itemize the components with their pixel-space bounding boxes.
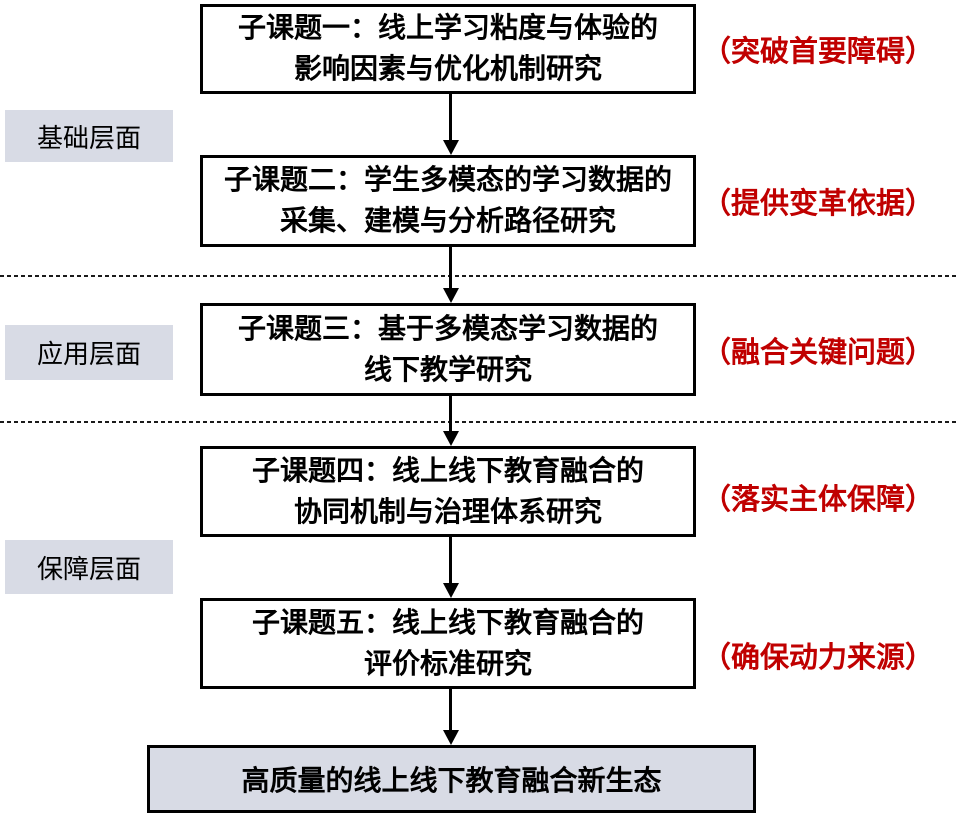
subtopic-box-3: 子课题三：基于多模态学习数据的 线下教学研究 [200, 303, 696, 396]
outcome-box: 高质量的线上线下教育融合新生态 [147, 745, 756, 813]
outcome-text: 高质量的线上线下教育融合新生态 [241, 766, 662, 797]
arrow-line [449, 246, 452, 289]
arrow-down-icon [443, 140, 459, 155]
arrow-down-icon [443, 288, 459, 303]
layer-label-text: 应用层面 [36, 340, 141, 369]
section-divider-line-1 [0, 275, 956, 277]
annotation-1: （突破首要障碍） [702, 4, 954, 94]
annotation-5-text: （确保动力来源） [702, 642, 935, 674]
annotation-5: （确保动力来源） [702, 610, 954, 700]
layer-label-text: 保障层面 [36, 554, 141, 584]
layer-label-foundation: 基础层面 [5, 110, 173, 162]
subtopic-1-line2: 影响因素与优化机制研究 [293, 54, 602, 85]
subtopic-box-4: 子课题四：线上线下教育融合的 协同机制与治理体系研究 [200, 446, 696, 537]
annotation-2-text: （提供变革依据） [702, 188, 935, 220]
arrow-line [449, 395, 452, 432]
subtopic-box-1: 子课题一：线上学习粘度与体验的 影响因素与优化机制研究 [200, 4, 696, 94]
layer-label-guarantee: 保障层面 [5, 540, 173, 594]
layer-label-application: 应用层面 [5, 325, 173, 380]
subtopic-box-5: 子课题五：线上线下教育融合的 评价标准研究 [200, 598, 696, 689]
arrow-line [449, 93, 452, 141]
subtopic-2-line1: 子课题二：学生多模态的学习数据的 [223, 165, 672, 196]
subtopic-1-line1: 子课题一：线上学习粘度与体验的 [237, 13, 658, 44]
subtopic-box-2: 子课题二：学生多模态的学习数据的 采集、建模与分析路径研究 [200, 155, 696, 247]
subtopic-5-line2: 评价标准研究 [363, 648, 532, 680]
subtopic-3-line1: 子课题三：基于多模态学习数据的 [237, 313, 658, 345]
subtopic-2-line2: 采集、建模与分析路径研究 [279, 206, 616, 237]
arrow-line [449, 688, 452, 731]
annotation-2: （提供变革依据） [702, 156, 954, 246]
annotation-3: （融合关键问题） [702, 305, 954, 395]
section-divider-line-2 [0, 421, 956, 423]
arrow-line [449, 536, 452, 584]
subtopic-3-line2: 线下教学研究 [363, 354, 532, 386]
arrow-down-icon [443, 431, 459, 446]
annotation-4: （落实主体保障） [702, 452, 954, 542]
annotation-4-text: （落实主体保障） [702, 484, 935, 516]
subtopic-4-line2: 协同机制与治理体系研究 [293, 496, 602, 528]
arrow-down-icon [443, 583, 459, 598]
subtopic-5-line1: 子课题五：线上线下教育融合的 [251, 607, 644, 639]
layer-label-text: 基础层面 [36, 123, 141, 153]
annotation-1-text: （突破首要障碍） [702, 36, 935, 68]
arrow-down-icon [443, 730, 459, 745]
annotation-3-text: （融合关键问题） [702, 337, 935, 369]
subtopic-4-line1: 子课题四：线上线下教育融合的 [251, 455, 644, 487]
